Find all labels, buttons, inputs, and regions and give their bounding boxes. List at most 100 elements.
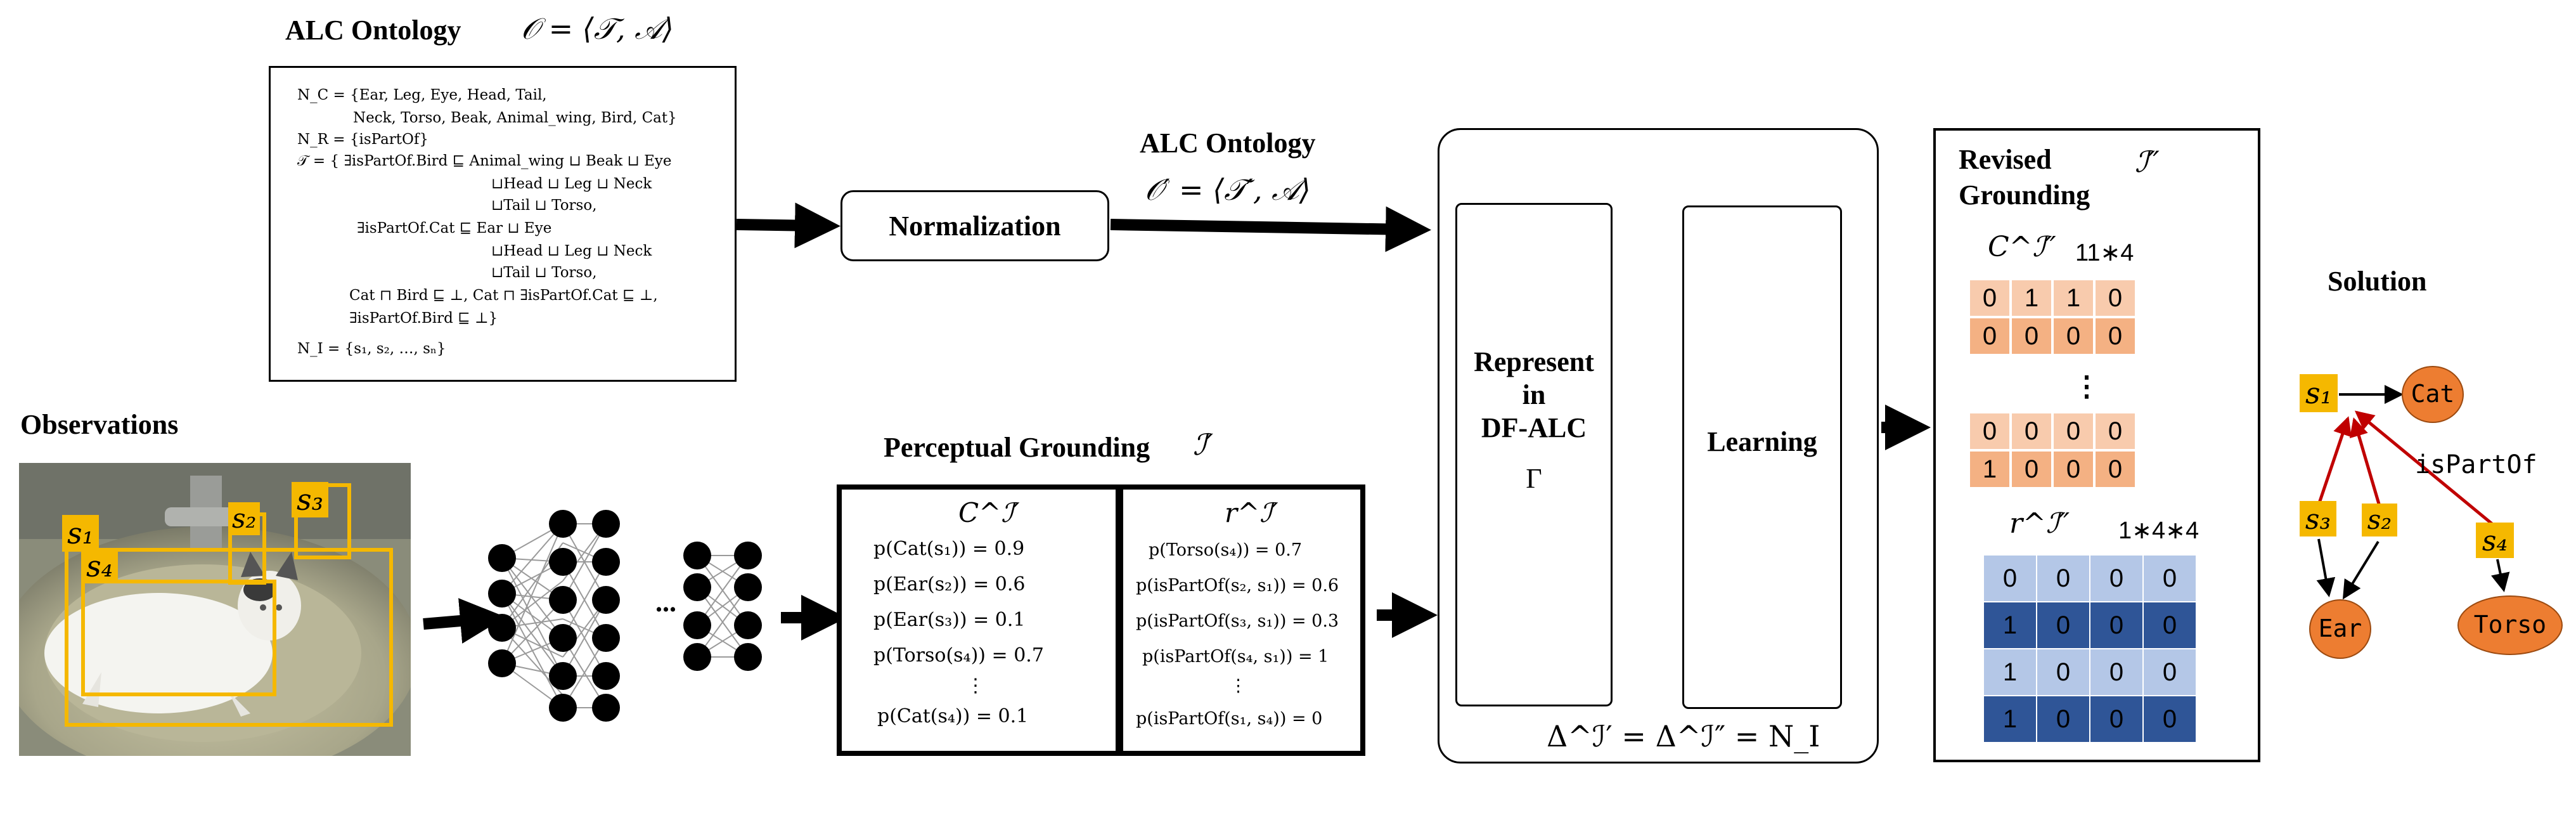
edge-s4-torso bbox=[2491, 559, 2510, 592]
ontology-line: ⊔Head ⊔ Leg ⊔ Neck bbox=[491, 243, 652, 259]
ontology-line: N_C = {Ear, Leg, Eye, Head, Tail, bbox=[297, 87, 547, 103]
node-torso-label: Torso bbox=[2474, 611, 2546, 639]
network-connections bbox=[501, 523, 749, 708]
neural-network bbox=[488, 510, 762, 722]
solution-title: Solution bbox=[2328, 266, 2427, 297]
concept-matrix-cell: 0 bbox=[2012, 452, 2051, 487]
ontology-line: ∃isPartOf.Cat ⊑ Ear ⊔ Eye bbox=[357, 220, 552, 237]
concept-matrix-cell: 1 bbox=[1970, 452, 2009, 487]
concept-matrix-cell: 0 bbox=[2054, 413, 2093, 449]
role-row: p(isPartOf(s₂, s₁)) = 0.6 bbox=[1136, 576, 1339, 595]
role-row: p(isPartOf(s₃, s₁)) = 0.3 bbox=[1136, 611, 1339, 631]
role-matrix-cell: 0 bbox=[2037, 602, 2089, 648]
role-matrix-cell: 1 bbox=[1984, 696, 2036, 742]
concept-row: p(Ear(s₂)) = 0.6 bbox=[873, 573, 1026, 595]
concept-row: p(Cat(s₁)) = 0.9 bbox=[873, 538, 1025, 560]
edge-s3-s1 bbox=[2317, 416, 2352, 505]
bbox-label-s4: s₄ bbox=[81, 550, 119, 582]
role-matrix-cell: 1 bbox=[1984, 602, 2036, 648]
observation-image: s₁ s₄ s₂ s₃ bbox=[19, 463, 411, 756]
ontology2-title: ALC Ontology bbox=[1140, 127, 1316, 159]
role-matrix-cell: 0 bbox=[2037, 696, 2089, 742]
revised-concept-label: C^ℐ″ bbox=[1988, 231, 2056, 263]
ontology-formula: 𝒪 = ⟨𝒯, 𝒜⟩ bbox=[521, 11, 674, 46]
node-s3-box bbox=[2300, 501, 2336, 536]
concept-matrix-cell: 0 bbox=[2054, 452, 2093, 487]
network-ellipsis: ... bbox=[655, 587, 676, 618]
ontology-title: ALC Ontology bbox=[285, 15, 461, 46]
ontology2-formula: 𝒪′ = ⟨𝒯′, 𝒜⟩ bbox=[1145, 172, 1311, 207]
arrow-normalization-to-represent bbox=[1110, 206, 1431, 252]
node-s4-box bbox=[2476, 523, 2514, 558]
concept-grounding-box: C^ℐ′ p(Cat(s₁)) = 0.9 p(Ear(s₂)) = 0.6 p… bbox=[837, 484, 1121, 756]
revised-role-label: r^ℐ″ bbox=[2009, 507, 2070, 540]
observations-title: Observations bbox=[20, 409, 179, 440]
perceptual-title: Perceptual Grounding bbox=[884, 432, 1150, 463]
role-matrix-cell: 0 bbox=[2090, 602, 2142, 648]
arrow-ontology-to-normalization bbox=[736, 202, 840, 249]
bbox-s4 bbox=[81, 580, 276, 696]
revised-title-line: Revised bbox=[1959, 144, 2052, 175]
bbox-label-s3: s₃ bbox=[292, 482, 329, 517]
role-matrix-cell: 1 bbox=[1984, 649, 2036, 695]
concept-matrix-cell: 0 bbox=[1970, 318, 2009, 354]
concept-row: p(Cat(s₄)) = 0.1 bbox=[877, 705, 1029, 727]
node-s3-label: s₃ bbox=[2305, 504, 2331, 536]
edge-s4-s1 bbox=[2354, 410, 2495, 526]
bbox-label-s2: s₂ bbox=[228, 502, 261, 535]
revised-concept-dims: 11∗4 bbox=[2075, 240, 2134, 266]
concept-header: C^ℐ′ bbox=[958, 497, 1020, 528]
arrow-observations-to-network bbox=[423, 598, 506, 644]
concept-matrix-cell: 0 bbox=[2096, 318, 2135, 354]
ontology-line: ⊔Head ⊔ Leg ⊔ Neck bbox=[491, 176, 652, 192]
role-matrix-cell: 0 bbox=[2090, 696, 2142, 742]
learning-box: Learning bbox=[1682, 205, 1842, 709]
role-row: p(Torso(s₄)) = 0.7 bbox=[1149, 540, 1303, 560]
role-matrix-cell: 0 bbox=[2090, 556, 2142, 601]
concept-vdots: ⋮ bbox=[966, 675, 985, 697]
role-matrix-cell: 0 bbox=[2037, 649, 2089, 695]
concept-matrix-cell: 0 bbox=[1970, 280, 2009, 316]
node-s2-box bbox=[2362, 504, 2397, 536]
ontology-line: Cat ⊓ Bird ⊑ ⊥, Cat ⊓ ∃isPartOf.Cat ⊑ ⊥, bbox=[349, 287, 658, 304]
edge-s2-ear bbox=[2342, 540, 2380, 600]
concept-matrix-cell: 0 bbox=[2096, 413, 2135, 449]
represent-label-line: DF-ALC bbox=[1481, 412, 1587, 443]
node-torso bbox=[2457, 595, 2563, 655]
relation-label: isPartOf bbox=[2415, 450, 2537, 479]
ontology-line: N_I = {s₁, s₂, …, sₙ} bbox=[297, 341, 446, 357]
role-header: r^ℐ′ bbox=[1225, 497, 1278, 528]
node-ear bbox=[2309, 599, 2371, 659]
ontology-line: ⊔Tail ⊔ Torso, bbox=[491, 197, 597, 214]
role-matrix-cell: 0 bbox=[2090, 649, 2142, 695]
node-s1-box bbox=[2300, 374, 2338, 412]
concept-matrix-cell: 0 bbox=[2012, 413, 2051, 449]
ontology-line: N_R = {isPartOf} bbox=[297, 131, 429, 148]
concept-matrix-cell: 0 bbox=[1970, 413, 2009, 449]
bbox-label-s1: s₁ bbox=[62, 515, 100, 552]
node-s1-label: s₁ bbox=[2305, 376, 2332, 410]
role-matrix-cell: 0 bbox=[2037, 556, 2089, 601]
revised-role-dims: 1∗4∗4 bbox=[2118, 517, 2199, 544]
node-s2-label: s₂ bbox=[2367, 504, 2392, 535]
node-cat bbox=[2402, 366, 2464, 423]
node-s4-label: s₄ bbox=[2482, 525, 2508, 557]
normalization-label: Normalization bbox=[889, 210, 1061, 242]
ontology-line: Neck, Torso, Beak, Animal_wing, Bird, Ca… bbox=[353, 110, 677, 126]
node-cat-label: Cat bbox=[2411, 380, 2455, 408]
perceptual-title-math: ℐ′ bbox=[1193, 427, 1214, 462]
represent-label-line: Represent bbox=[1474, 346, 1594, 377]
domain-equation: Δ^ℐ′ = Δ^ℐ″ = N_I bbox=[1547, 719, 1820, 753]
represent-box: Represent in DF-ALC Γ bbox=[1455, 203, 1613, 706]
concept-matrix-cell: 0 bbox=[2096, 280, 2135, 316]
role-matrix-cell: 0 bbox=[2144, 602, 2196, 648]
concept-matrix-cell: 0 bbox=[2096, 452, 2135, 487]
concept-matrix-cell: 1 bbox=[2012, 280, 2051, 316]
edge-s3-ear bbox=[2316, 538, 2336, 597]
normalization-box: Normalization bbox=[840, 190, 1109, 261]
role-matrix-cell: 0 bbox=[1984, 556, 2036, 601]
network-nodes bbox=[488, 510, 762, 722]
ontology-line: 𝒯 = { ∃isPartOf.Bird ⊑ Animal_wing ⊔ Bea… bbox=[297, 153, 672, 169]
represent-label-line: in bbox=[1522, 379, 1546, 410]
